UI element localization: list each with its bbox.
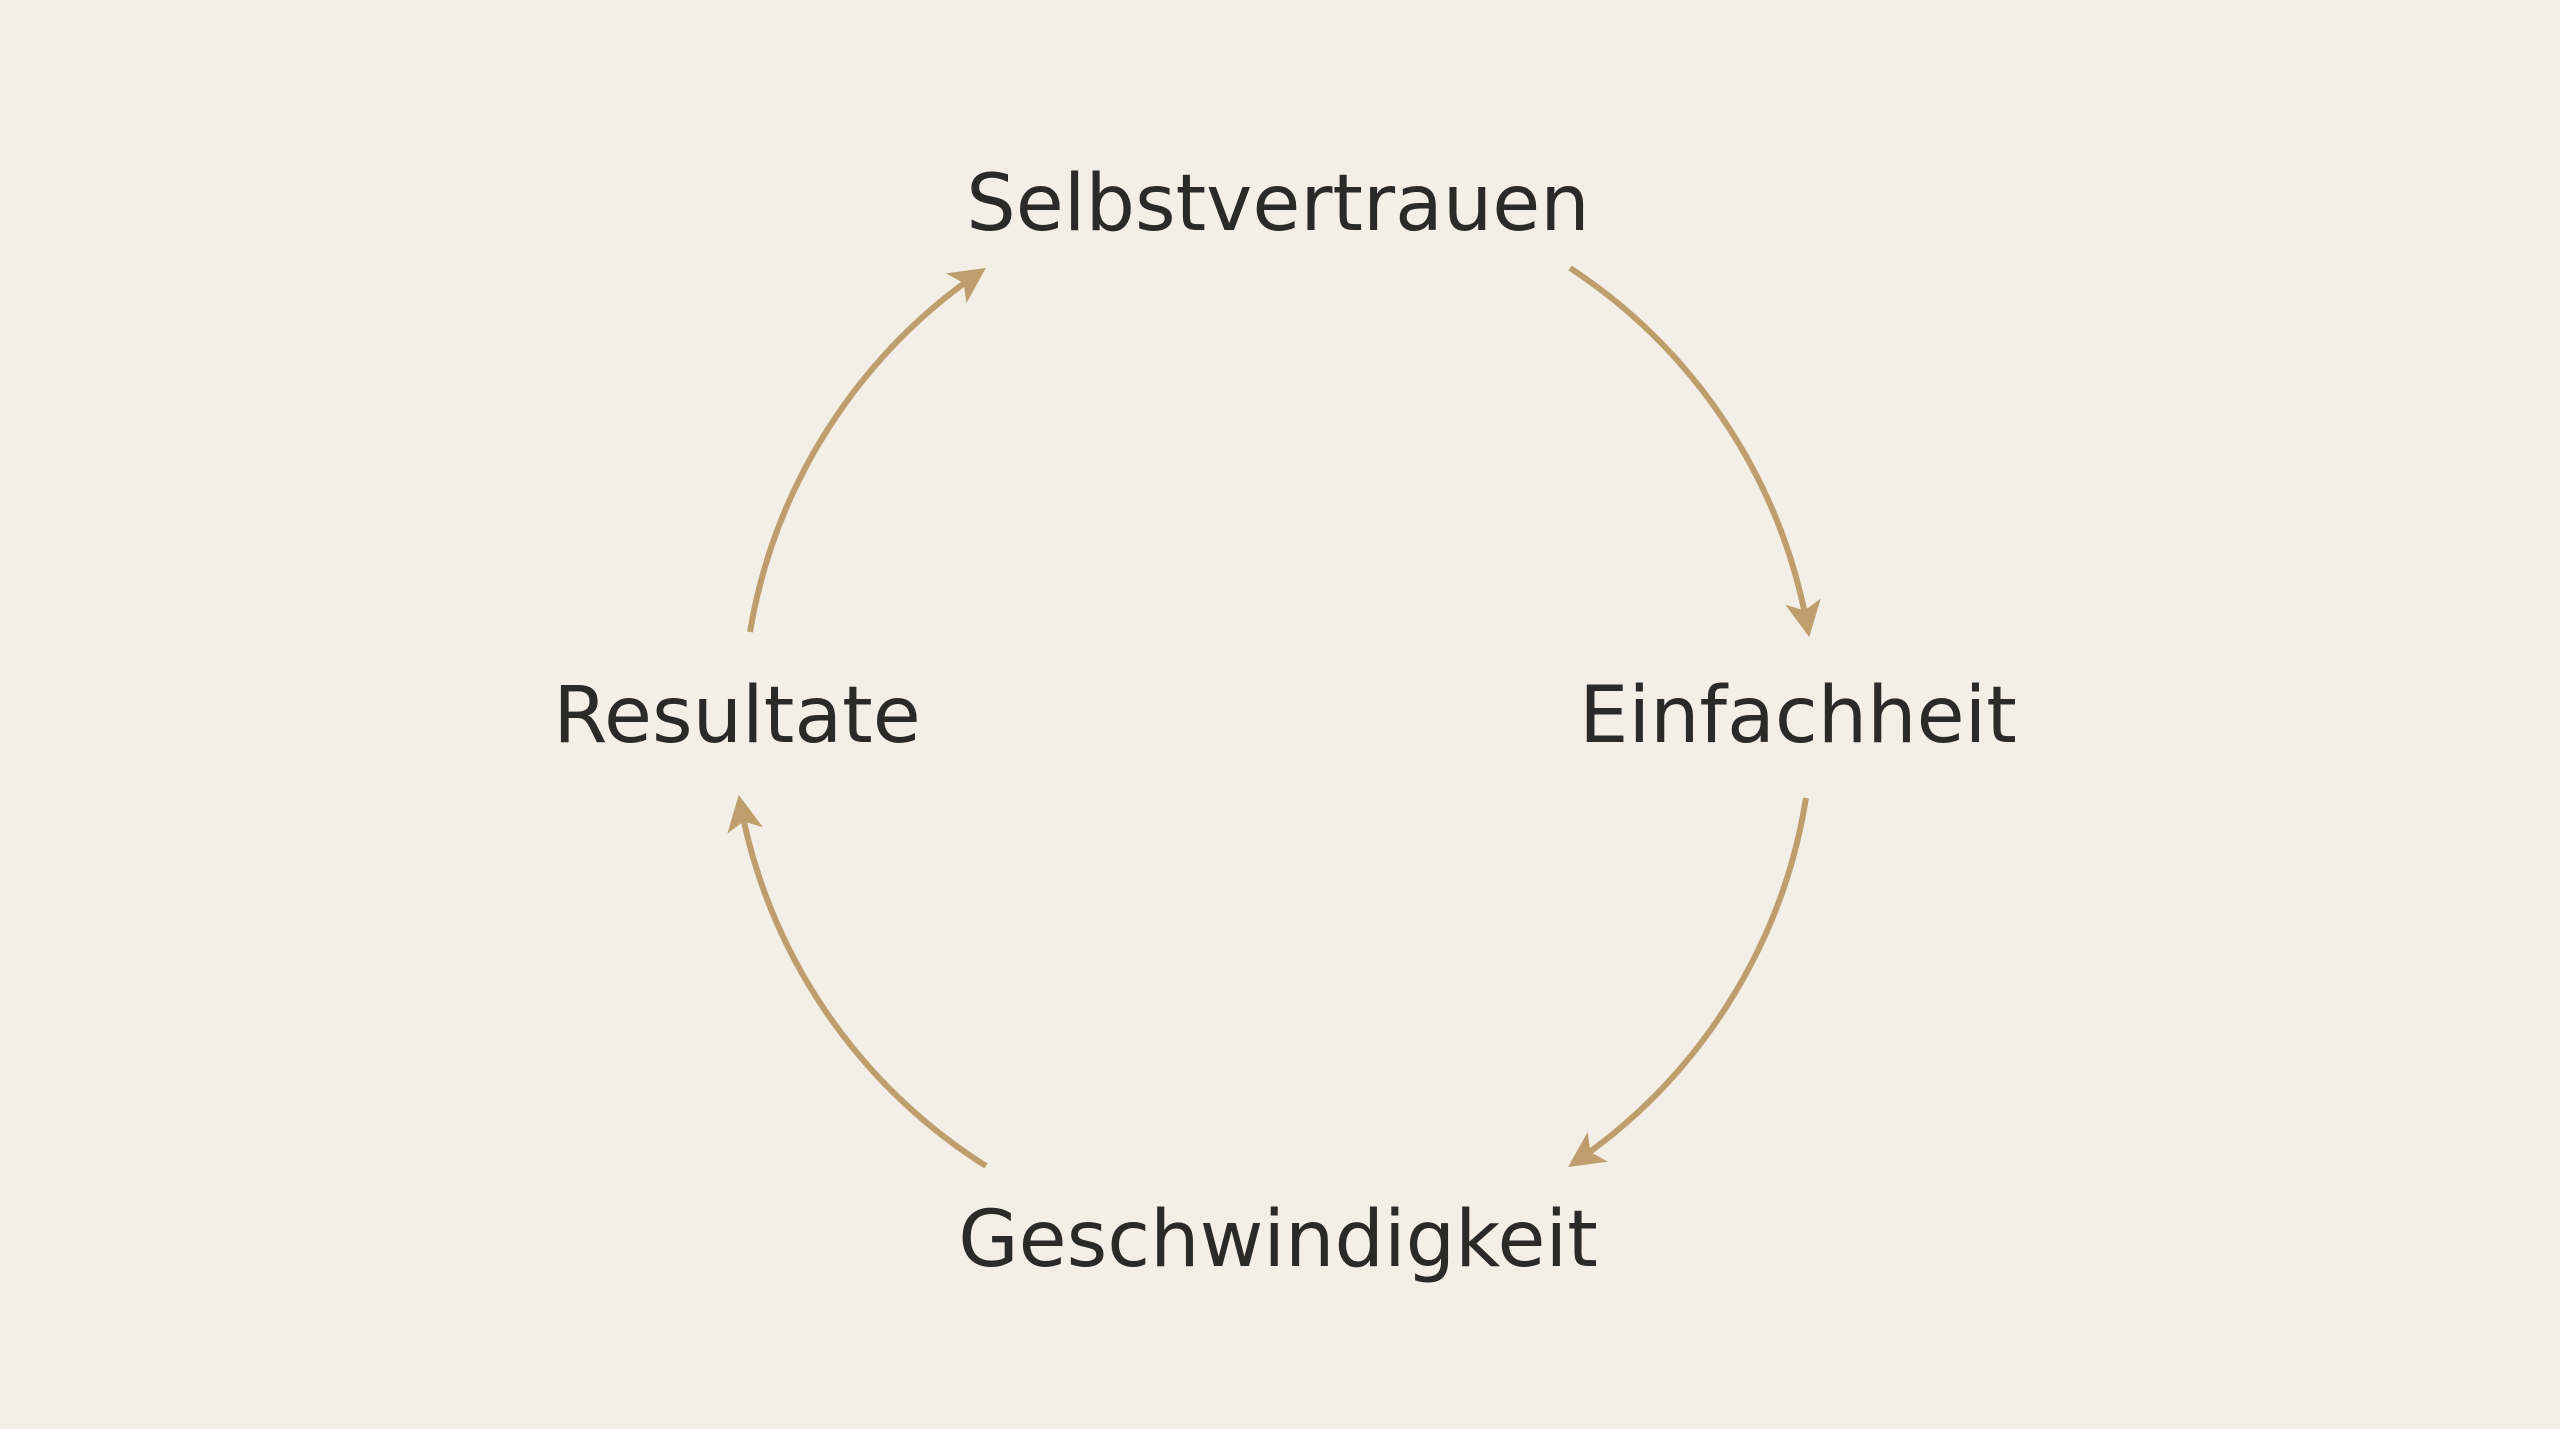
node-einfachheit: Einfachheit [1579,671,2017,761]
node-geschwindigkeit: Geschwindigkeit [958,1195,1598,1285]
arrow-geschwindigkeit-to-resultate [727,794,988,1169]
node-selbstvertrauen: Selbstvertrauen [966,159,1590,249]
arrow-resultate-to-selbstvertrauen [747,267,986,633]
arrow-selbstvertrauen-to-einfachheit [1568,265,1821,638]
node-resultate: Resultate [553,671,921,761]
arrow-einfachheit-to-geschwindigkeit [1568,797,1809,1168]
